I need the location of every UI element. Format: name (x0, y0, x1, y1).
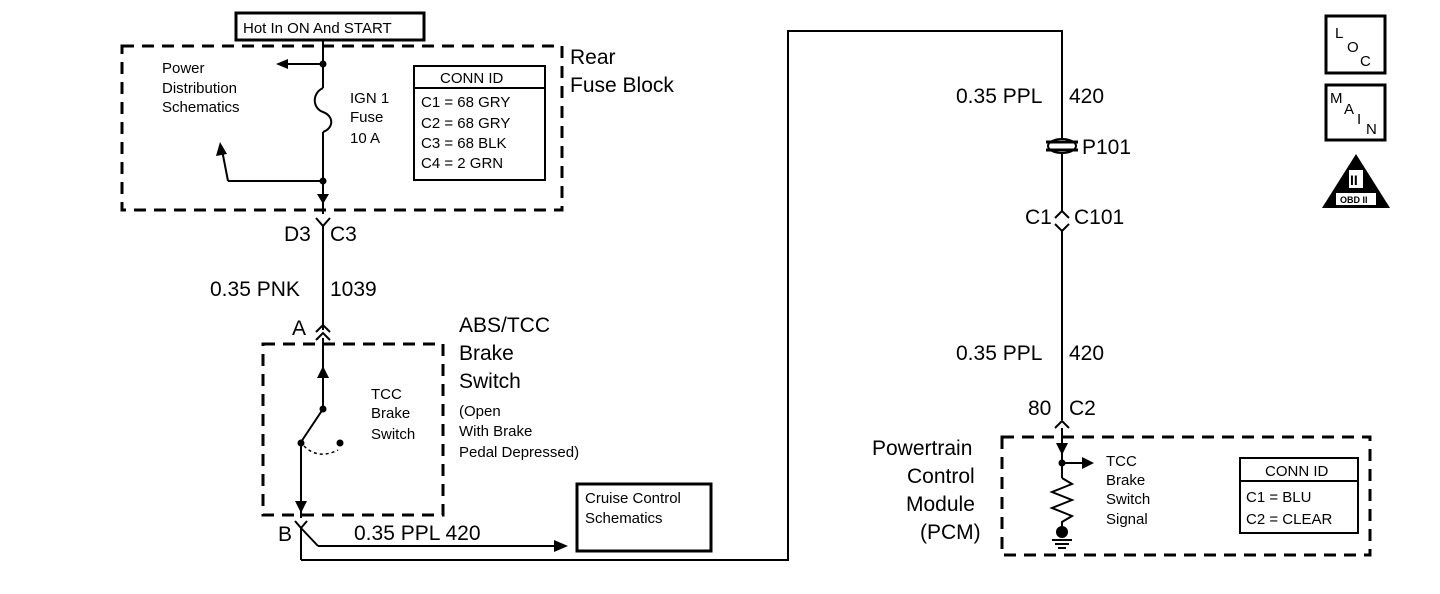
wire-ppl-bottom-label: 0.35 PPL 420 (354, 522, 481, 545)
pcm-name-2: Control (907, 465, 975, 488)
main-icon[interactable]: M A I N (1324, 83, 1387, 142)
svg-text:L: L (1335, 25, 1343, 42)
c101-name-label: C101 (1074, 206, 1124, 229)
svg-text:O: O (1347, 39, 1359, 56)
connector-d3-label: D3 (284, 223, 311, 246)
brake-switch-note-1: (Open (459, 403, 501, 420)
wire-pnk-gauge: 0.35 PNK (210, 278, 300, 301)
switch-inner-3: Switch (371, 426, 415, 443)
c101-pin-label: C1 (1025, 206, 1052, 229)
pcm-name-1: Powertrain (872, 437, 972, 460)
fuse-label-2: Fuse (350, 109, 383, 126)
pin-b-connector (294, 520, 308, 530)
pcm-name-3: Module (906, 493, 975, 516)
rear-fuse-block-title-1: Rear (570, 46, 616, 69)
pcm-signal-1: TCC (1106, 453, 1137, 470)
connector-c3-label: C3 (330, 223, 357, 246)
svg-text:I: I (1357, 111, 1361, 128)
fuse-label-3: 10 A (350, 130, 380, 147)
ground-symbol (1056, 526, 1068, 538)
cruise-control-line-2: Schematics (585, 510, 663, 527)
connector-c101: C1 C101 (1025, 206, 1124, 233)
pin-b-label: B (278, 523, 292, 546)
hot-in-text: Hot In ON And START (243, 20, 392, 37)
switch-blade (300, 408, 324, 443)
fuse-conn-id-title: CONN ID (440, 70, 504, 87)
pcm-pin-80: 80 C2 (1028, 397, 1096, 429)
wire-ppl-mid-gauge: 0.35 PPL (956, 342, 1042, 365)
wire-ppl-mid-circuit: 420 (1069, 342, 1104, 365)
pcm-signal-2: Brake (1106, 472, 1145, 489)
power-distribution-line-1: Power (162, 60, 205, 77)
brake-switch-note-2: With Brake (459, 423, 532, 440)
brake-switch-name-2: Brake (459, 342, 514, 365)
power-distribution-line-2: Distribution (162, 80, 237, 97)
wire-ppl-top-gauge: 0.35 PPL (956, 85, 1042, 108)
pcm-name-4: (PCM) (920, 521, 981, 544)
pcm-conn-id-table: CONN ID C1 = BLU C2 = CLEAR (1239, 457, 1359, 534)
fuse-conn-id-row: C3 = 68 BLK (421, 135, 506, 152)
power-distribution-arrow (276, 59, 288, 69)
cruise-arrow (554, 540, 568, 552)
fuse-conn-id-row: C2 = 68 GRY (421, 115, 510, 132)
pcm-module: Powertrain Control Module (PCM) TCC Brak… (872, 428, 1372, 557)
splice-p101-label: P101 (1082, 136, 1131, 159)
pcm-conn-id-row: C2 = CLEAR (1246, 511, 1332, 528)
rear-fuse-block: Rear Fuse Block Power Distribution Schem… (120, 40, 674, 214)
pull-down-resistor (1049, 477, 1075, 528)
hot-in-label: Hot In ON And START (234, 11, 426, 42)
power-distribution-line-3: Schematics (162, 99, 240, 116)
wire-ppl-420-route (301, 30, 1063, 561)
pcm-conn-label: C2 (1069, 397, 1096, 420)
pcm-signal-4: Signal (1106, 511, 1148, 528)
svg-text:OBD II: OBD II (1340, 195, 1368, 205)
power-distribution-arrow-2 (216, 142, 227, 156)
cruise-control-line-1: Cruise Control (585, 490, 681, 507)
switch-inner-1: TCC (371, 386, 402, 403)
pin-a-connector (315, 323, 331, 333)
brake-switch-note-3: Pedal Depressed) (459, 444, 579, 461)
signal-arrow (1082, 457, 1094, 469)
svg-text:C: C (1360, 53, 1371, 70)
svg-text:M: M (1330, 90, 1343, 107)
pcm-pin-label: 80 (1028, 397, 1051, 420)
pin-a-label: A (292, 317, 306, 340)
pcm-conn-id-row: C1 = BLU (1246, 489, 1311, 506)
cruise-control-schematics-box: Cruise Control Schematics (575, 482, 713, 553)
obd-ii-icon[interactable]: II OBD II (1322, 154, 1390, 208)
fuse-block-conn-id-table: CONN ID C1 = 68 GRY C2 = 68 GRY C3 = 68 … (413, 65, 546, 181)
fuse-conn-id-row: C4 = 2 GRN (421, 155, 503, 172)
splice-p101: P101 (1046, 136, 1131, 159)
brake-switch-name-1: ABS/TCC (459, 314, 550, 337)
fuse-conn-id-row: C1 = 68 GRY (421, 94, 510, 111)
brake-switch-name-3: Switch (459, 370, 521, 393)
connector-d3-c3: D3 C3 (284, 217, 357, 246)
switch-inner-2: Brake (371, 405, 410, 422)
pcm-signal-3: Switch (1106, 491, 1150, 508)
abs-tcc-brake-switch: A TCC Brake Switch ABS/TCC Brake Switch … (261, 314, 579, 546)
loc-icon[interactable]: L O C (1324, 14, 1387, 75)
svg-text:A: A (1344, 101, 1354, 118)
ign1-fuse-symbol (313, 87, 333, 133)
wire-pnk-circuit: 1039 (330, 278, 377, 301)
pcm-conn-id-title: CONN ID (1265, 463, 1329, 480)
fuse-label-1: IGN 1 (350, 90, 389, 107)
rear-fuse-block-title-2: Fuse Block (570, 74, 674, 97)
svg-text:II: II (1350, 172, 1358, 188)
svg-text:N: N (1366, 121, 1377, 138)
wire-ppl-top-circuit: 420 (1069, 85, 1104, 108)
